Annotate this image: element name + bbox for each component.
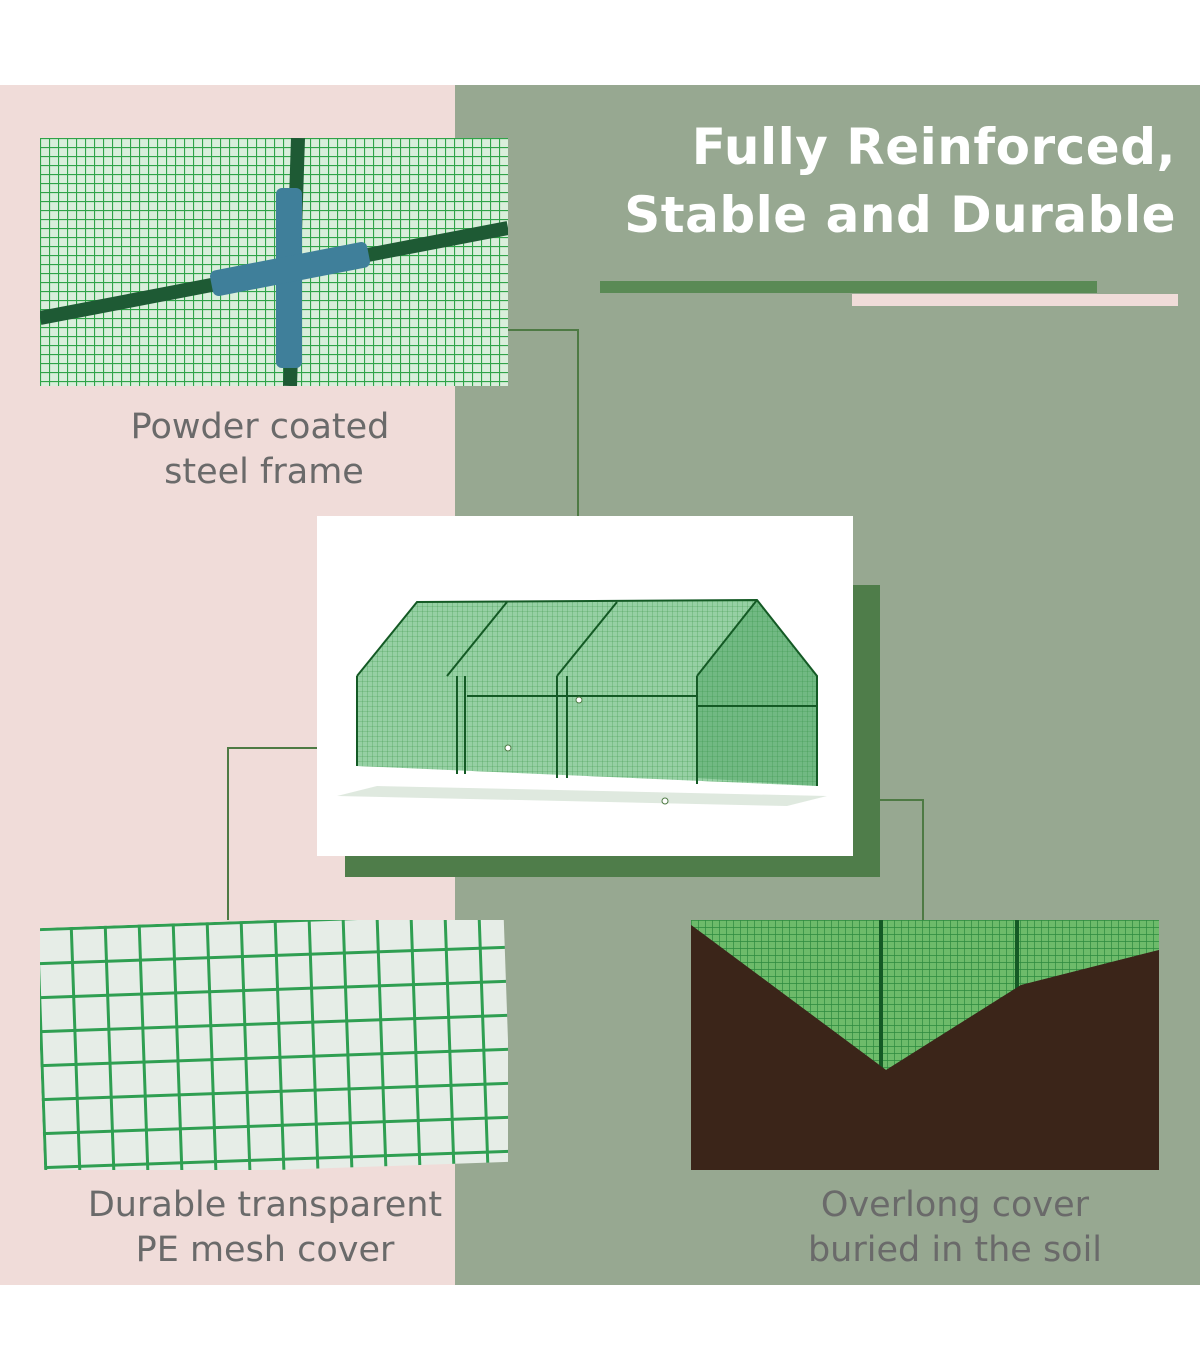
connector-line xyxy=(922,799,924,920)
caption-frame-line-1: Powder coated xyxy=(130,407,390,447)
cover-in-soil-photo xyxy=(691,920,1159,1170)
caption-soil-line-1: Overlong cover xyxy=(820,1185,1090,1225)
caption-mesh-line-2: PE mesh cover xyxy=(135,1230,395,1270)
connector-line xyxy=(577,329,579,700)
accent-bar-green xyxy=(600,281,1097,293)
heading-line-1: Fully Reinforced, xyxy=(691,118,1176,176)
connector-line xyxy=(227,747,229,920)
steel-frame-photo xyxy=(40,138,508,386)
connector-line xyxy=(508,329,579,331)
caption-mesh-line-1: Durable transparent xyxy=(87,1185,443,1225)
greenhouse-image xyxy=(317,516,853,856)
accent-bar-pink xyxy=(852,294,1178,306)
caption-soil-line-2: buried in the soil xyxy=(807,1230,1103,1270)
heading-line-2: Stable and Durable xyxy=(624,186,1176,244)
caption-frame-line-2: steel frame xyxy=(164,452,364,492)
pe-mesh-photo xyxy=(40,920,508,1170)
